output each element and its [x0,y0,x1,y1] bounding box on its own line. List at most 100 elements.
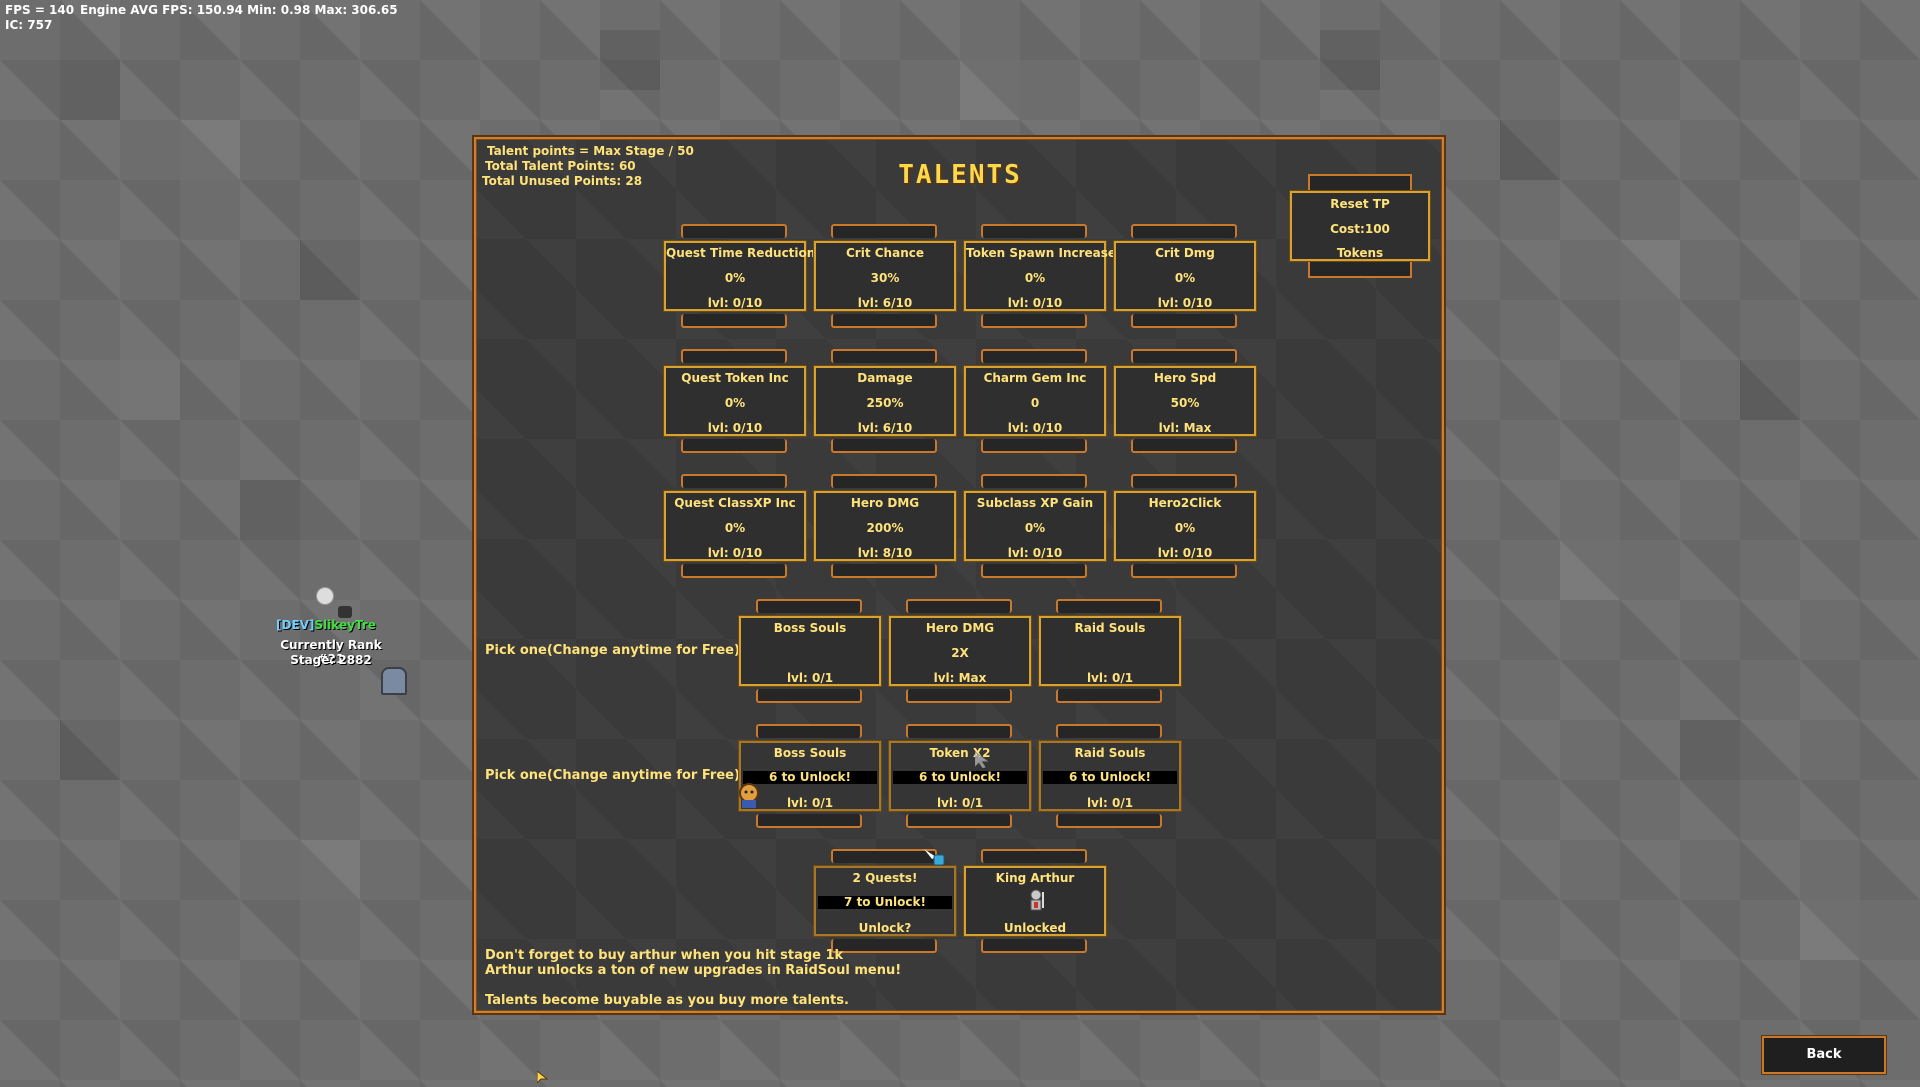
talent-name: Quest ClassXP Inc [674,496,796,510]
talent-card[interactable]: Quest ClassXP Inc 0% lvl: 0/10 [664,474,806,578]
talent-card[interactable]: Quest Token Inc 0% lvl: 0/10 [664,349,806,453]
talent-card[interactable]: Token Spawn Increase 0% lvl: 0/10 [964,224,1117,328]
talent-level: lvl: 8/10 [857,546,913,560]
card-tab-top [681,224,787,238]
talent-level: lvl: 0/10 [1007,296,1063,310]
card-tab-bottom [756,689,862,703]
card-tab-top [1056,599,1162,613]
player-character-icon [338,606,352,618]
talent-card[interactable]: Damage 250% lvl: 6/10 [814,349,956,453]
talent-name: Raid Souls [1074,621,1146,635]
talent-value: 0% [724,396,746,410]
unlock-prompt: Unlock? [858,921,912,935]
talent-level: lvl: 0/10 [707,296,763,310]
card-tab-bottom [981,564,1087,578]
player-name: [DEV]SlikeyTre [276,618,376,632]
miner-character-icon [735,781,763,809]
card-tab-bottom [981,939,1087,953]
talents-panel [474,137,1444,1013]
reset-tp-button[interactable]: Reset TP Cost:100 Tokens [1290,174,1430,278]
talent-card[interactable]: Hero2Click 0% lvl: 0/10 [1114,474,1256,578]
card-tab-top [906,599,1012,613]
talent-value: 200% [866,521,904,535]
talent-name: Raid Souls [1074,746,1146,760]
pick2-card-token-x2[interactable]: Token X2 6 to Unlock! lvl: 0/1 [889,724,1031,828]
talent-value: 50% [1170,396,1200,410]
pick1-card-hero-dmg[interactable]: Hero DMG 2X lvl: Max [889,599,1031,703]
talent-name: Hero DMG [850,496,920,510]
talent-name: 2 Quests! [852,871,918,885]
card-tab-top [831,224,937,238]
talent-card[interactable]: Charm Gem Inc 0 lvl: 0/10 [964,349,1106,453]
card-tab-top [981,474,1087,488]
pick1-card-boss-souls[interactable]: Boss Souls lvl: 0/1 [739,599,881,703]
player-crosshair-icon [316,587,334,605]
card-tab-bottom [831,939,937,953]
tip-line-arthur-stage: Don't forget to buy arthur when you hit … [485,948,844,963]
card-tab-top [831,349,937,363]
player-dev-tag: [DEV] [276,618,315,632]
talent-value: 0% [724,271,746,285]
talent-name: Boss Souls [773,746,847,760]
talent-value [741,645,879,661]
card-tab-bottom [1131,564,1237,578]
card-tab-bottom [981,439,1087,453]
talent-level: lvl: 0/10 [1007,421,1063,435]
card-tab-top [906,724,1012,738]
talent-value: 0 [1030,396,1040,410]
talent-value: 0% [1024,521,1046,535]
talent-name: Hero2Click [1148,496,1222,510]
talent-level: lvl: 0/10 [1157,546,1213,560]
unlock-requirement: 7 to Unlock! [818,896,952,909]
card-tab-bottom [1131,439,1237,453]
talent-name: Hero DMG [925,621,995,635]
pick1-card-raid-souls[interactable]: Raid Souls lvl: 0/1 [1039,599,1181,703]
unlock-requirement: 6 to Unlock! [743,771,877,784]
pick2-card-boss-souls[interactable]: Boss Souls 6 to Unlock! lvl: 0/1 [739,724,881,828]
total-talent-points: Total Talent Points: 60 [485,159,636,173]
talent-name: Hero Spd [1153,371,1217,385]
card-tab-bottom [831,439,937,453]
talent-value: 0% [724,521,746,535]
card-tab-top [831,474,937,488]
king-arthur-card[interactable]: King Arthur Unlocked [964,849,1106,953]
talent-name: Subclass XP Gain [976,496,1094,510]
pick2-card-raid-souls[interactable]: Raid Souls 6 to Unlock! lvl: 0/1 [1039,724,1181,828]
pointer-cursor-icon [974,751,989,769]
card-tab-top [756,599,862,613]
talent-name: Quest Token Inc [681,371,789,385]
talent-value: 0% [1174,521,1196,535]
page-title: TALENTS [898,160,1022,190]
talent-value [1041,645,1179,661]
card-tab-top [1131,474,1237,488]
talent-card[interactable]: Crit Dmg 0% lvl: 0/10 [1114,224,1256,328]
talent-name: King Arthur [995,871,1075,885]
talent-level: lvl: 0/1 [936,796,984,810]
card-tab-top [1131,349,1237,363]
back-button[interactable]: Back [1762,1036,1886,1074]
talent-level: lvl: 0/1 [786,671,834,685]
ic-counter: IC: 757 [5,18,53,32]
card-tab-top [681,474,787,488]
talent-card[interactable]: Crit Chance 30% lvl: 6/10 [814,224,956,328]
talent-card[interactable]: Hero DMG 200% lvl: 8/10 [814,474,956,578]
card-tab-bottom [906,689,1012,703]
reset-tab-bottom [1308,262,1412,278]
talent-value: 0% [1174,271,1196,285]
tombstone-icon [381,667,407,695]
talent-level: lvl: 0/10 [1157,296,1213,310]
reset-cost: Cost:100 [1330,222,1390,236]
talent-card[interactable]: Quest Time Reduction 0% lvl: 0/10 [664,224,815,328]
card-tab-bottom [681,314,787,328]
card-tab-top [1056,724,1162,738]
hero-sprite-icon [922,845,948,867]
talent-name: Token Spawn Increase [966,246,1117,260]
talent-name: Boss Souls [773,621,847,635]
card-tab-bottom [756,814,862,828]
talent-name: Token X2 [929,746,991,760]
talent-card[interactable]: Subclass XP Gain 0% lvl: 0/10 [964,474,1106,578]
total-unused-points: Total Unused Points: 28 [482,174,643,188]
talent-level: lvl: 0/10 [707,546,763,560]
two-quests-card[interactable]: 2 Quests! 7 to Unlock! Unlock? [814,849,956,953]
talent-card[interactable]: Hero Spd 50% lvl: Max [1114,349,1256,453]
